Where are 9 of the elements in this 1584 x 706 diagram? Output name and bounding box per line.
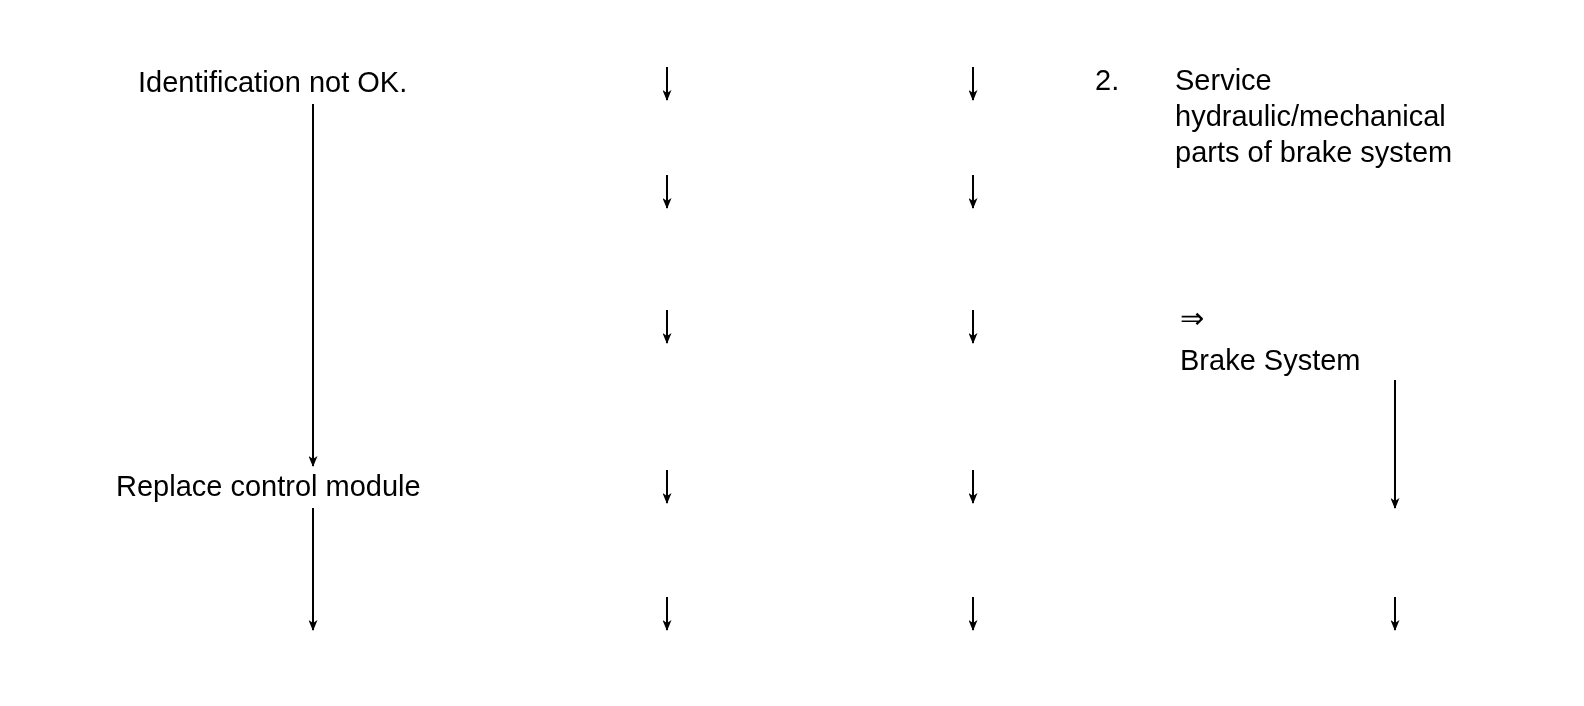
reference-arrow: ⇒ <box>1180 301 1205 336</box>
step-text: Service hydraulic/mechanical parts of brake system <box>1175 63 1454 170</box>
arrow <box>308 103 318 467</box>
arrow <box>1390 379 1400 509</box>
step-text: Identification not OK. <box>138 65 409 100</box>
step-text: Replace control module <box>116 469 422 504</box>
arrow <box>308 507 318 631</box>
step-number: 2. <box>1095 63 1121 98</box>
reference-text: Brake System <box>1180 343 1362 378</box>
